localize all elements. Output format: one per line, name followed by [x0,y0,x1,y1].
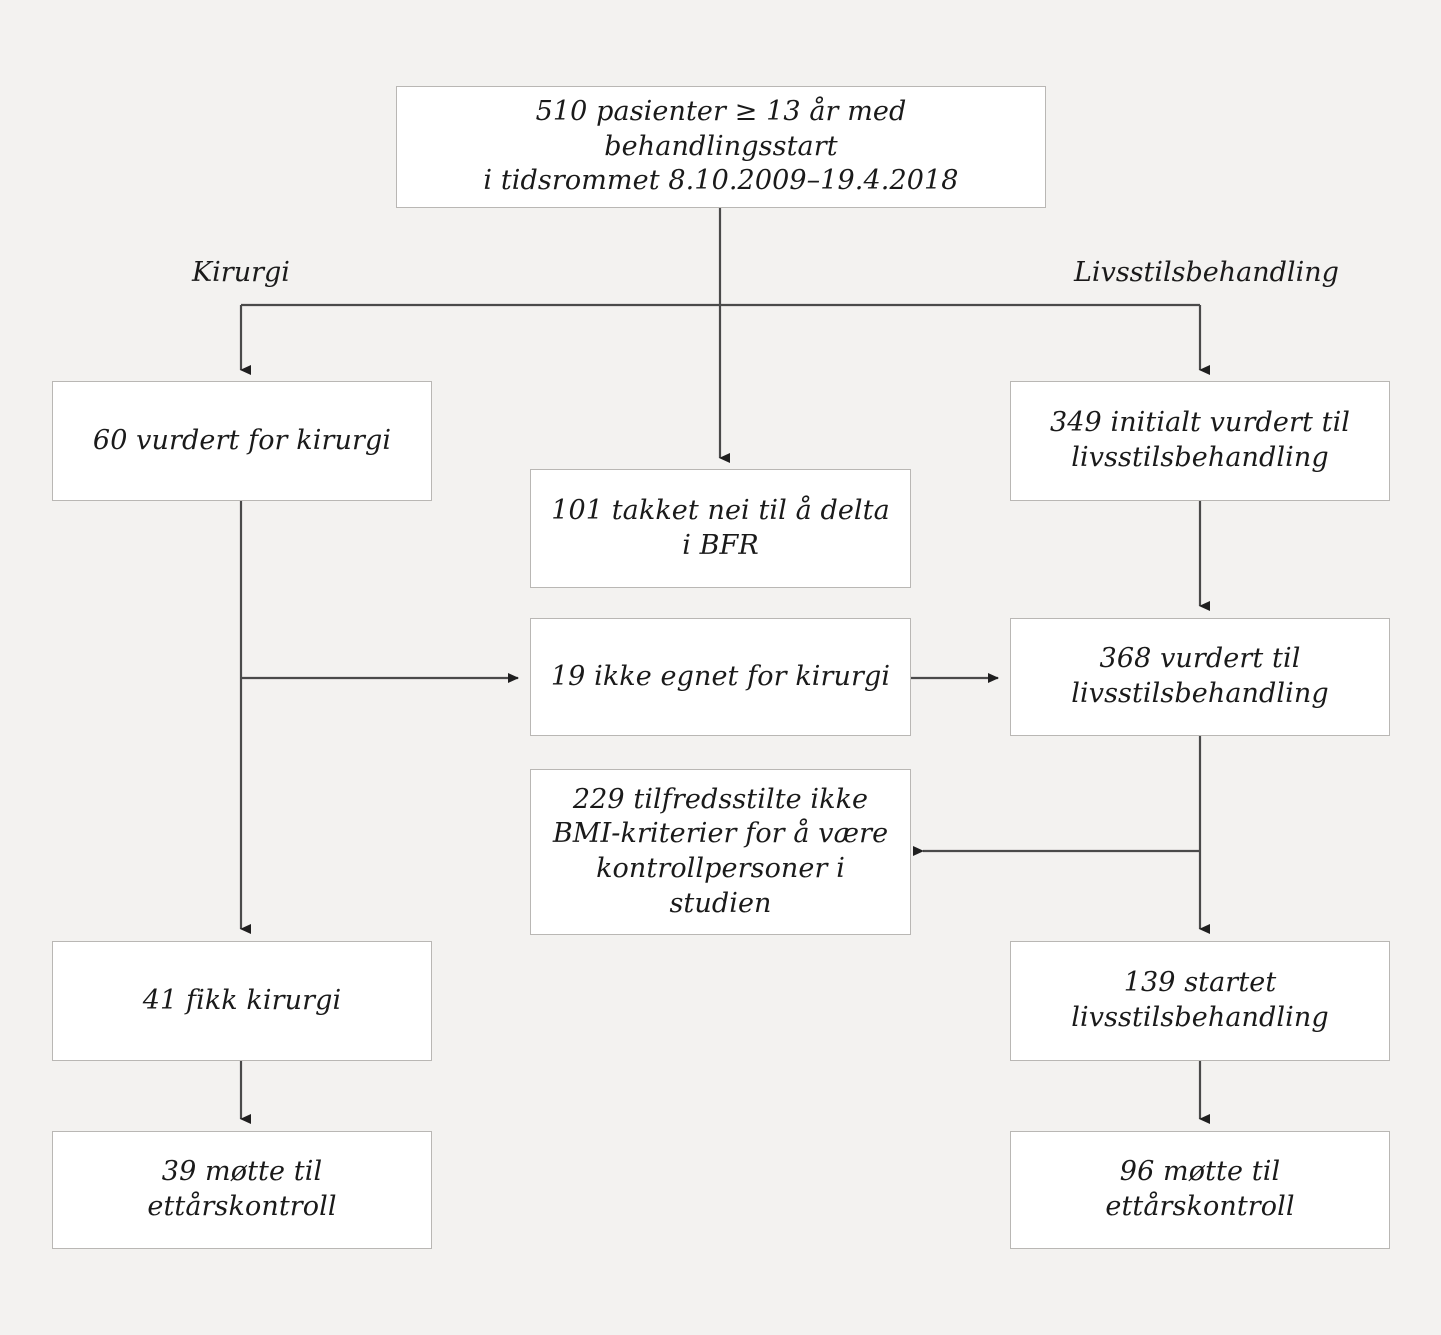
node-total-patients: 510 pasienter ≥ 13 år med behandlingssta… [396,86,1046,208]
node-surgery-followup: 39 møtte til ettårskontroll [52,1131,432,1249]
node-declined-participation: 101 takket nei til å delta i BFR [530,469,911,588]
node-bmi-criteria-excluded: 229 tilfredsstilte ikke BMI-kriterier fo… [530,769,911,935]
node-assessed-lifestyle: 368 vurdert til livsstilsbehandling [1010,618,1390,736]
node-not-suitable-surgery: 19 ikke egnet for kirurgi [530,618,911,736]
node-initially-assessed-lifestyle: 349 initialt vurdert til livsstilsbehand… [1010,381,1390,501]
node-initially-assessed-lifestyle-label: 349 initialt vurdert til livsstilsbehand… [1049,407,1351,473]
node-assessed-for-surgery-label: 60 vurdert for kirurgi [92,424,392,456]
node-received-surgery-label: 41 fikk kirurgi [142,984,342,1016]
node-assessed-for-surgery: 60 vurdert for kirurgi [52,381,432,501]
node-not-suitable-surgery-label: 19 ikke egnet for kirurgi [550,660,891,692]
node-lifestyle-followup: 96 møtte til ettårskontroll [1010,1131,1390,1249]
node-started-lifestyle-label: 139 startet livsstilsbehandling [1071,967,1329,1033]
node-received-surgery: 41 fikk kirurgi [52,941,432,1061]
node-started-lifestyle: 139 startet livsstilsbehandling [1010,941,1390,1061]
branch-label-lifestyle: Livsstilsbehandling [1074,257,1339,288]
node-declined-participation-label: 101 takket nei til å delta i BFR [551,494,890,561]
node-total-patients-label: 510 pasienter ≥ 13 år med behandlingssta… [483,96,959,197]
node-bmi-criteria-excluded-label: 229 tilfredsstilte ikke BMI-kriterier fo… [552,783,889,919]
branch-label-surgery: Kirurgi [192,257,290,288]
node-assessed-lifestyle-label: 368 vurdert til livsstilsbehandling [1071,643,1329,709]
node-lifestyle-followup-label: 96 møtte til ettårskontroll [1105,1156,1295,1222]
node-surgery-followup-label: 39 møtte til ettårskontroll [147,1156,337,1222]
